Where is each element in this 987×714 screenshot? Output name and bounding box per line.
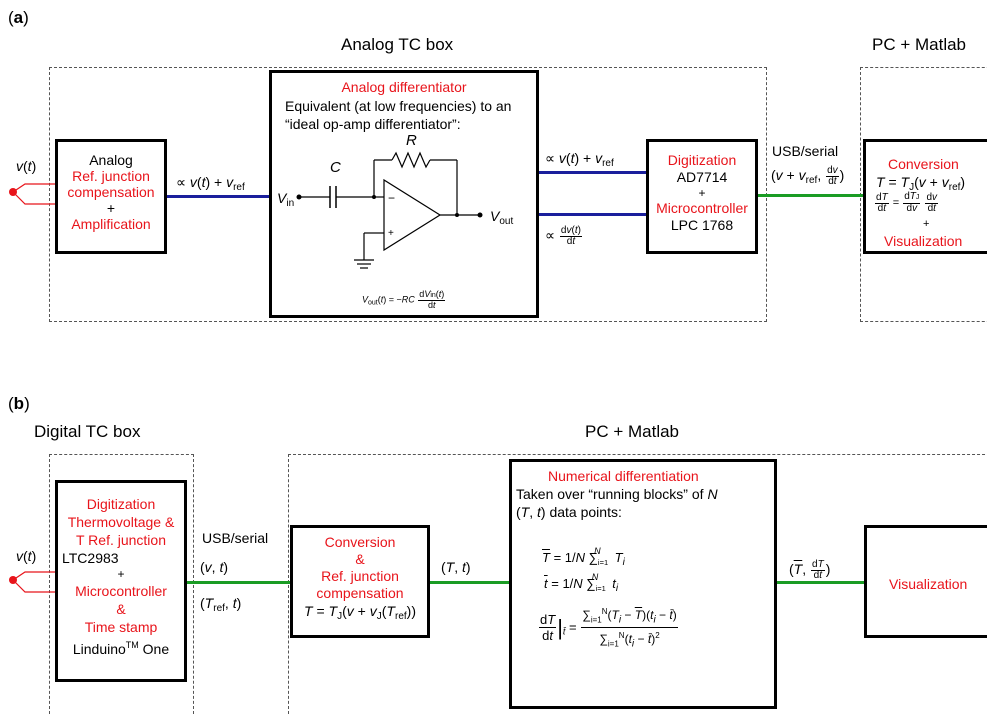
digitization-block-b: Digitization Thermovoltage & T Ref. junc… — [55, 480, 187, 682]
digit-b-l6: Microcontroller — [75, 583, 167, 599]
digit-b-l2: Thermovoltage & — [67, 514, 175, 530]
differentiator-desc1: Equivalent (at low frequencies) to an — [285, 98, 512, 114]
digit-b-l7: & — [116, 601, 126, 617]
vin-label: Vin — [277, 190, 295, 209]
differentiator-formula: Vout(t) = −RC dVin(t)dt — [362, 289, 446, 310]
numdiff-desc2: (T, t) data points: — [516, 504, 622, 520]
thermocouple-icon-b — [9, 571, 57, 593]
vout-label: Vout — [490, 208, 514, 227]
digit-b-l4: LTC2983 — [62, 550, 119, 566]
wire-out — [777, 581, 867, 584]
block1-line3: compensation — [67, 184, 155, 200]
conv-b-l1: Conversion — [324, 534, 396, 550]
pc-title-a: PC + Matlab — [872, 35, 967, 54]
numdiff-title: Numerical differentiation — [548, 468, 699, 484]
visualization-label-b: Visualization — [889, 576, 968, 592]
vt-label-b: (v, t) — [200, 559, 229, 575]
wire-a2 — [539, 171, 648, 174]
numerical-differentiation-block: Numerical differentiation Taken over “ru… — [509, 459, 777, 709]
wire-tt — [430, 581, 512, 584]
opamp-minus: − — [388, 191, 396, 205]
tref-label-b: (Tref, t) — [200, 595, 242, 614]
adc-label: AD7714 — [676, 169, 728, 185]
conversion-eq1-a: T = TJ(v + vref) — [876, 174, 966, 193]
usb-label-a: USB/serial — [772, 143, 839, 159]
visualization-block-b: Visualization — [864, 525, 987, 638]
ref-junction-block: Analog Ref. junction compensation + Ampl… — [55, 139, 167, 254]
conv-b-l3: Ref. junction — [321, 568, 399, 584]
usb-wire-b — [187, 581, 292, 584]
op-amp-circuit — [296, 151, 483, 269]
numdiff-desc1: Taken over “running blocks” of N — [516, 486, 718, 502]
block1-line4: + — [106, 200, 116, 216]
resistor-label: R — [406, 132, 417, 149]
wire-a1-label: ∝ v(t) + vref — [176, 174, 245, 193]
digit-b-l3: T Ref. junction — [75, 532, 166, 548]
wire-a3-label: ∝ dv(t)dt — [545, 225, 582, 247]
usb-wire-a — [758, 194, 866, 197]
input-voltage-label-b: v(t) — [16, 548, 37, 564]
digital-box-title: Digital TC box — [34, 422, 141, 441]
input-voltage-label-a: v(t) — [16, 158, 37, 174]
visualization-label-a: Visualization — [884, 233, 963, 249]
opamp-plus: + — [388, 228, 394, 239]
pc-title-b: PC + Matlab — [585, 422, 680, 441]
thermocouple-icon-a — [9, 183, 57, 205]
wire-a3 — [539, 213, 648, 216]
digit-plus-a: + — [698, 186, 706, 200]
differentiator-desc2: “ideal op-amp differentiator”: — [285, 116, 461, 132]
digit-b-l1: Digitization — [86, 496, 156, 512]
analog-box-title: Analog TC box — [341, 35, 454, 54]
conversion-title-a: Conversion — [888, 156, 959, 172]
conversion-plus-a: + — [923, 218, 930, 230]
lpc-label: LPC 1768 — [670, 217, 734, 233]
differentiator-title: Analog differentiator — [341, 79, 467, 95]
digit-b-l5: + — [117, 567, 125, 581]
panel-a-label: (a) — [8, 8, 29, 27]
conv-b-eq: T = TJ(v + vJ(Tref)) — [304, 603, 416, 622]
panel-b-label: (b) — [8, 394, 30, 413]
digit-b-l9: LinduinoTM One — [72, 640, 170, 657]
block1-line2: Ref. junction — [72, 168, 150, 184]
digitization-title-a: Digitization — [667, 152, 737, 168]
digital-tc-dashed-region — [49, 454, 194, 714]
microcontroller-label-a: Microcontroller — [656, 200, 748, 216]
digit-b-l8: Time stamp — [84, 619, 158, 635]
wire-a2-label: ∝ v(t) + vref — [545, 150, 614, 169]
conversion-block-b: Conversion & Ref. junction compensation … — [290, 525, 430, 638]
capacitor-label: C — [330, 159, 341, 176]
wire-tt-label: (T, t) — [441, 559, 471, 575]
wire-a1 — [167, 195, 271, 198]
block1-line5: Amplification — [71, 216, 151, 232]
pc-dashed-region-b — [288, 454, 987, 714]
usb-label-b: USB/serial — [202, 530, 269, 546]
conv-b-l4: compensation — [316, 585, 404, 601]
conv-b-l2: & — [355, 551, 365, 567]
digitization-block-a: Digitization AD7714 + Microcontroller LP… — [646, 139, 758, 254]
block1-line1: Analog — [89, 152, 133, 168]
